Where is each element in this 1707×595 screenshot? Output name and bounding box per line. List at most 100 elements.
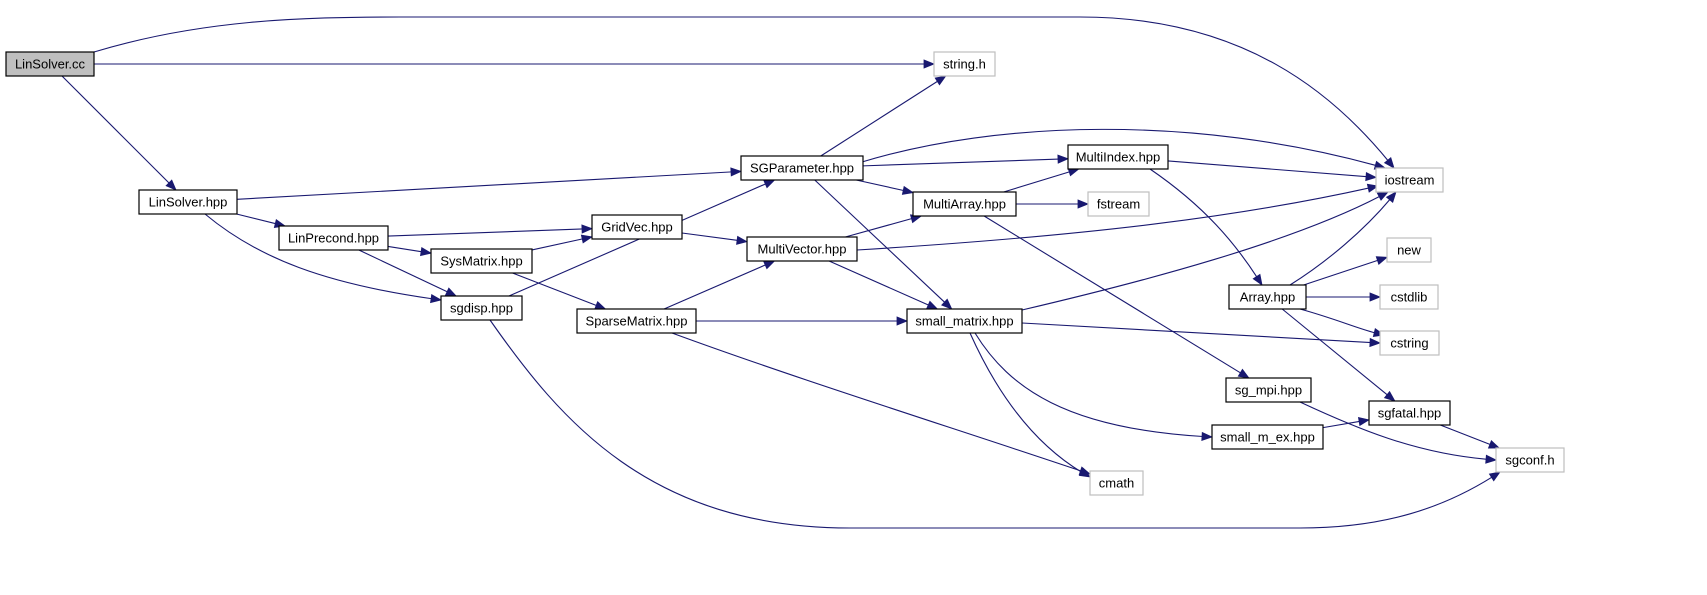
edge-multi-index-hpp-to-iostream-arrowhead bbox=[1365, 171, 1378, 182]
edge-sgdisp-hpp-to-sg-parameter-hpp-arrowhead bbox=[763, 179, 776, 189]
edge-small-matrix-hpp-to-cmath bbox=[969, 332, 1091, 478]
edge-lin-precond-hpp-to-grid-vec-hpp-arrowhead bbox=[581, 224, 594, 234]
edge-array-hpp-to-iostream-arrowhead bbox=[1385, 191, 1397, 203]
edge-multi-index-hpp-to-array-hpp bbox=[1149, 168, 1263, 286]
node-sg-parameter-hpp[interactable]: SGParameter.hpp bbox=[740, 155, 864, 181]
edge-sg-parameter-hpp-to-string-h-arrowhead bbox=[934, 75, 947, 86]
node-lin-solver-hpp-label: LinSolver.hpp bbox=[149, 195, 228, 210]
node-sg-parameter-hpp-label: SGParameter.hpp bbox=[750, 161, 854, 176]
node-string-h[interactable]: string.h bbox=[933, 51, 996, 77]
node-small-m-ex-hpp[interactable]: small_m_ex.hpp bbox=[1211, 424, 1324, 450]
node-cstdlib-label: cstdlib bbox=[1391, 290, 1428, 305]
edge-lin-solver-cc-to-string-h-arrowhead bbox=[923, 59, 936, 69]
node-lin-solver-hpp[interactable]: LinSolver.hpp bbox=[138, 189, 238, 215]
node-sgdisp-hpp[interactable]: sgdisp.hpp bbox=[440, 295, 523, 321]
node-sgconf-h-box[interactable] bbox=[1495, 447, 1565, 473]
node-sys-matrix-hpp-label: SysMatrix.hpp bbox=[440, 254, 522, 269]
node-lin-solver-cc-box[interactable] bbox=[5, 51, 95, 77]
node-fstream-box[interactable] bbox=[1087, 191, 1150, 217]
edge-small-matrix-hpp-to-small-m-ex-hpp bbox=[974, 332, 1213, 438]
node-array-hpp[interactable]: Array.hpp bbox=[1228, 284, 1307, 310]
edge-array-hpp-to-iostream bbox=[1289, 191, 1397, 286]
node-small-matrix-hpp[interactable]: small_matrix.hpp bbox=[906, 308, 1023, 334]
node-cstdlib-box[interactable] bbox=[1379, 284, 1439, 310]
edge-sgfatal-hpp-to-sgconf-h-arrowhead bbox=[1487, 439, 1501, 449]
node-sgfatal-hpp[interactable]: sgfatal.hpp bbox=[1368, 400, 1451, 426]
node-cstring[interactable]: cstring bbox=[1379, 330, 1440, 356]
node-small-m-ex-hpp-label: small_m_ex.hpp bbox=[1220, 430, 1315, 445]
node-cmath-box[interactable] bbox=[1089, 470, 1144, 496]
node-grid-vec-hpp-box[interactable] bbox=[591, 214, 683, 240]
node-sparse-matrix-hpp[interactable]: SparseMatrix.hpp bbox=[576, 308, 697, 334]
edge-lin-precond-hpp-to-sys-matrix-hpp bbox=[387, 245, 423, 253]
node-multi-index-hpp[interactable]: MultiIndex.hpp bbox=[1067, 144, 1169, 170]
edge-small-matrix-hpp-to-cstring-arrowhead bbox=[1369, 337, 1382, 348]
node-multi-vector-hpp-label: MultiVector.hpp bbox=[758, 242, 847, 257]
node-grid-vec-hpp-label: GridVec.hpp bbox=[601, 220, 673, 235]
edge-sg-parameter-hpp-to-string-h bbox=[820, 80, 939, 157]
node-cmath[interactable]: cmath bbox=[1089, 470, 1144, 496]
edge-lin-precond-hpp-to-sgdisp-hpp bbox=[358, 249, 449, 293]
edge-multi-vector-hpp-to-iostream bbox=[856, 185, 1379, 251]
node-string-h-label: string.h bbox=[943, 57, 986, 72]
edge-multi-vector-hpp-to-small-matrix-hpp-arrowhead bbox=[926, 300, 939, 310]
node-sys-matrix-hpp-box[interactable] bbox=[430, 248, 533, 274]
edge-array-hpp-to-sgfatal-hpp-arrowhead bbox=[1383, 390, 1396, 402]
edge-multi-array-hpp-to-fstream-arrowhead bbox=[1077, 199, 1090, 209]
node-small-m-ex-hpp-box[interactable] bbox=[1211, 424, 1324, 450]
edge-sys-matrix-hpp-to-sparse-matrix-hpp bbox=[512, 272, 598, 307]
node-cstring-box[interactable] bbox=[1379, 330, 1440, 356]
node-multi-array-hpp[interactable]: MultiArray.hpp bbox=[912, 191, 1017, 217]
edge-multi-array-hpp-to-sg-mpi-hpp-arrowhead bbox=[1237, 368, 1250, 379]
node-new[interactable]: new bbox=[1386, 237, 1432, 263]
node-sg-mpi-hpp-label: sg_mpi.hpp bbox=[1235, 383, 1302, 398]
node-sgfatal-hpp-box[interactable] bbox=[1368, 400, 1451, 426]
edge-small-matrix-hpp-to-cmath-arrowhead bbox=[1078, 467, 1091, 478]
node-sg-parameter-hpp-box[interactable] bbox=[740, 155, 864, 181]
node-multi-array-hpp-box[interactable] bbox=[912, 191, 1017, 217]
node-sys-matrix-hpp[interactable]: SysMatrix.hpp bbox=[430, 248, 533, 274]
node-multi-vector-hpp[interactable]: MultiVector.hpp bbox=[746, 236, 858, 262]
edge-sys-matrix-hpp-to-sparse-matrix-hpp-arrowhead bbox=[594, 300, 607, 310]
node-sg-mpi-hpp-box[interactable] bbox=[1225, 377, 1312, 403]
edge-multi-index-hpp-to-iostream bbox=[1167, 160, 1368, 178]
node-cstdlib[interactable]: cstdlib bbox=[1379, 284, 1439, 310]
edge-sg-parameter-hpp-to-iostream bbox=[861, 128, 1386, 169]
edge-small-matrix-hpp-to-iostream bbox=[1021, 191, 1389, 311]
node-lin-solver-cc-label: LinSolver.cc bbox=[15, 57, 86, 72]
node-iostream-box[interactable] bbox=[1375, 167, 1444, 193]
node-iostream[interactable]: iostream bbox=[1375, 167, 1444, 193]
node-sg-mpi-hpp[interactable]: sg_mpi.hpp bbox=[1225, 377, 1312, 403]
node-sparse-matrix-hpp-box[interactable] bbox=[576, 308, 697, 334]
node-small-matrix-hpp-box[interactable] bbox=[906, 308, 1023, 334]
edge-sg-parameter-hpp-to-multi-index-hpp-arrowhead bbox=[1057, 154, 1070, 164]
edge-sparse-matrix-hpp-to-cmath bbox=[671, 332, 1091, 475]
edge-lin-solver-hpp-to-sg-parameter-hpp bbox=[236, 171, 733, 200]
edge-multi-vector-hpp-to-small-matrix-hpp bbox=[828, 260, 930, 306]
node-sgdisp-hpp-box[interactable] bbox=[440, 295, 523, 321]
node-string-h-box[interactable] bbox=[933, 51, 996, 77]
edge-multi-vector-hpp-to-iostream-arrowhead bbox=[1366, 183, 1380, 193]
node-lin-precond-hpp-box[interactable] bbox=[278, 225, 389, 251]
edge-lin-solver-hpp-to-sgdisp-hpp-arrowhead bbox=[430, 294, 443, 304]
node-lin-precond-hpp[interactable]: LinPrecond.hpp bbox=[278, 225, 389, 251]
node-sgdisp-hpp-label: sgdisp.hpp bbox=[450, 301, 513, 316]
node-grid-vec-hpp[interactable]: GridVec.hpp bbox=[591, 214, 683, 240]
edge-small-m-ex-hpp-to-sgfatal-hpp bbox=[1322, 420, 1361, 429]
edge-lin-solver-hpp-to-sg-parameter-hpp-arrowhead bbox=[730, 167, 743, 177]
node-fstream[interactable]: fstream bbox=[1087, 191, 1150, 217]
edge-lin-solver-cc-to-iostream-arrowhead bbox=[1383, 157, 1395, 169]
node-lin-solver-cc[interactable]: LinSolver.cc bbox=[5, 51, 95, 77]
node-new-box[interactable] bbox=[1386, 237, 1432, 263]
edge-sg-parameter-hpp-to-multi-array-hpp bbox=[856, 179, 905, 192]
edge-array-hpp-to-cstdlib-arrowhead bbox=[1369, 292, 1382, 302]
node-lin-solver-hpp-box[interactable] bbox=[138, 189, 238, 215]
edge-sparse-matrix-hpp-to-multi-vector-hpp-arrowhead bbox=[763, 260, 776, 270]
node-sgconf-h[interactable]: sgconf.h bbox=[1495, 447, 1565, 473]
node-multi-index-hpp-box[interactable] bbox=[1067, 144, 1169, 170]
edge-array-hpp-to-sgfatal-hpp bbox=[1281, 308, 1389, 396]
node-array-hpp-box[interactable] bbox=[1228, 284, 1307, 310]
node-multi-vector-hpp-box[interactable] bbox=[746, 236, 858, 262]
